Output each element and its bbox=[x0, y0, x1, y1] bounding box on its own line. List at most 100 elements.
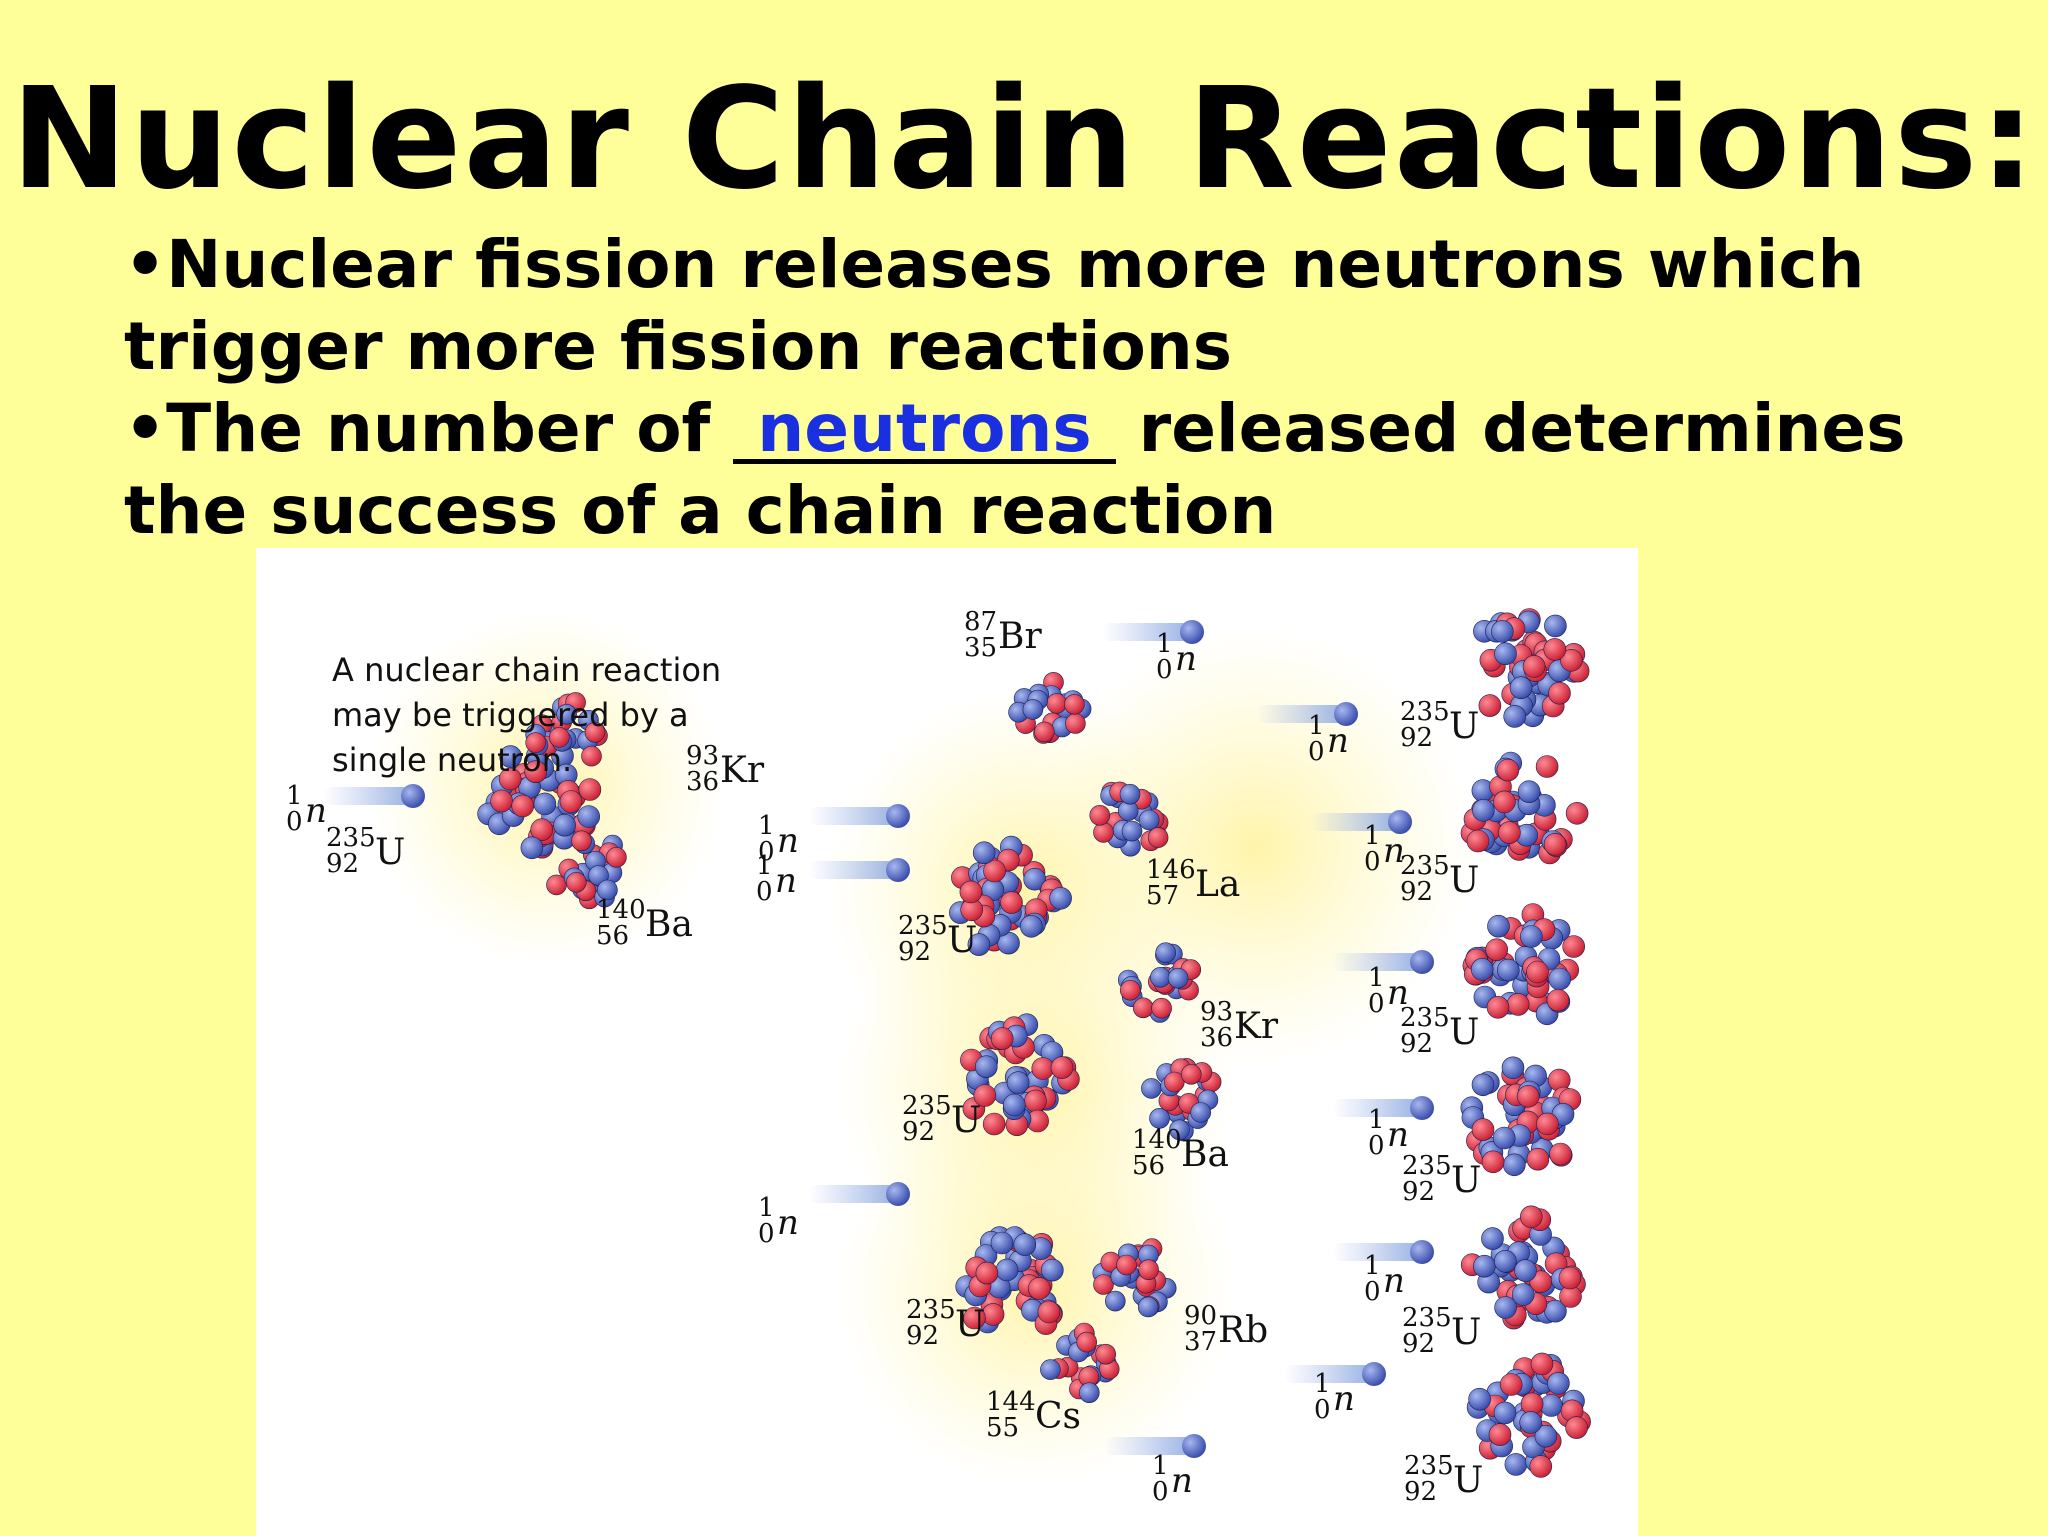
mass-number: 1 bbox=[756, 851, 773, 881]
uranium-nucleus bbox=[1466, 1352, 1591, 1478]
neutron-trail bbox=[808, 861, 898, 879]
mass-number: 93 bbox=[686, 741, 719, 771]
blank-answer: neutrons bbox=[757, 390, 1092, 467]
fission-fragment bbox=[1089, 781, 1169, 857]
mass-number: 1 bbox=[1152, 1451, 1169, 1481]
fission-fragment bbox=[1008, 672, 1092, 744]
atomic-number: 92 bbox=[906, 1321, 939, 1351]
element-symbol: U bbox=[951, 1100, 981, 1141]
element-symbol: n bbox=[775, 861, 797, 901]
fission-fragment bbox=[525, 692, 608, 767]
atomic-number: 92 bbox=[1404, 1477, 1437, 1507]
element-symbol: n bbox=[1333, 1379, 1355, 1419]
neutron bbox=[886, 804, 910, 828]
fill-in-blank: neutrons bbox=[733, 396, 1116, 464]
mass-number: 235 bbox=[898, 911, 948, 941]
mass-number: 1 bbox=[1368, 963, 1385, 993]
element-symbol: U bbox=[947, 920, 977, 961]
atomic-number: 0 bbox=[1364, 1277, 1381, 1307]
atomic-number: 0 bbox=[1152, 1477, 1169, 1507]
element-symbol: n bbox=[1171, 1461, 1193, 1501]
mass-number: 235 bbox=[1402, 1151, 1452, 1181]
mass-number: 140 bbox=[596, 895, 646, 925]
element-symbol: Rb bbox=[1218, 1310, 1268, 1351]
element-symbol: n bbox=[1327, 721, 1349, 761]
element-symbol: n bbox=[1387, 1115, 1409, 1155]
atomic-number: 0 bbox=[1368, 1131, 1385, 1161]
element-symbol: n bbox=[777, 1203, 799, 1243]
element-symbol: Br bbox=[998, 616, 1042, 657]
element-symbol: n bbox=[1383, 1261, 1405, 1301]
uranium-nucleus bbox=[1473, 608, 1590, 728]
atomic-number: 0 bbox=[758, 837, 775, 867]
atomic-number: 0 bbox=[1308, 737, 1325, 767]
uranium-nucleus bbox=[949, 835, 1072, 956]
atomic-number: 0 bbox=[1364, 847, 1381, 877]
mass-number: 235 bbox=[1404, 1451, 1454, 1481]
mass-number: 1 bbox=[1308, 711, 1325, 741]
bullet-fission: •Nuclear fission releases more neutrons … bbox=[124, 226, 1865, 385]
atomic-number: 0 bbox=[756, 877, 773, 907]
atomic-number: 56 bbox=[1132, 1151, 1165, 1181]
fission-glow bbox=[1036, 628, 1476, 1068]
atomic-number: 36 bbox=[686, 767, 719, 797]
element-symbol: Ba bbox=[1181, 1134, 1229, 1175]
neutron bbox=[1180, 620, 1204, 644]
atomic-number: 92 bbox=[1402, 1329, 1435, 1359]
uranium-nucleus bbox=[955, 1226, 1064, 1335]
neutron bbox=[1410, 950, 1434, 974]
neutron-trail bbox=[1284, 1365, 1374, 1383]
atomic-number: 0 bbox=[1314, 1395, 1331, 1425]
mass-number: 1 bbox=[1368, 1105, 1385, 1135]
atomic-number: 0 bbox=[758, 1219, 775, 1249]
neutron-trail bbox=[1104, 1437, 1194, 1455]
nuclei-layer bbox=[401, 608, 1591, 1478]
mass-number: 1 bbox=[1314, 1369, 1331, 1399]
mass-number: 1 bbox=[758, 811, 775, 841]
neutron-trail bbox=[808, 1185, 898, 1203]
mass-number: 235 bbox=[902, 1091, 952, 1121]
mass-number: 93 bbox=[1200, 997, 1233, 1027]
element-symbol: Kr bbox=[1234, 1006, 1279, 1047]
mass-number: 235 bbox=[326, 823, 376, 853]
mass-number: 1 bbox=[1364, 821, 1381, 851]
neutron bbox=[1362, 1362, 1386, 1386]
atomic-number: 92 bbox=[1400, 877, 1433, 907]
neutron bbox=[886, 1182, 910, 1206]
atomic-number: 55 bbox=[986, 1413, 1019, 1443]
slide-title: Nuclear Chain Reactions: bbox=[10, 58, 2038, 221]
mass-number: 235 bbox=[1400, 851, 1450, 881]
mass-number: 1 bbox=[286, 781, 303, 811]
element-symbol: U bbox=[955, 1304, 985, 1345]
mass-number: 235 bbox=[1402, 1303, 1452, 1333]
element-symbol: U bbox=[1449, 1012, 1479, 1053]
element-symbol: U bbox=[375, 832, 405, 873]
element-symbol: n bbox=[777, 821, 799, 861]
atomic-number: 92 bbox=[326, 849, 359, 879]
element-symbol: U bbox=[1449, 860, 1479, 901]
neutron bbox=[1410, 1096, 1434, 1120]
atomic-number: 92 bbox=[1400, 1029, 1433, 1059]
